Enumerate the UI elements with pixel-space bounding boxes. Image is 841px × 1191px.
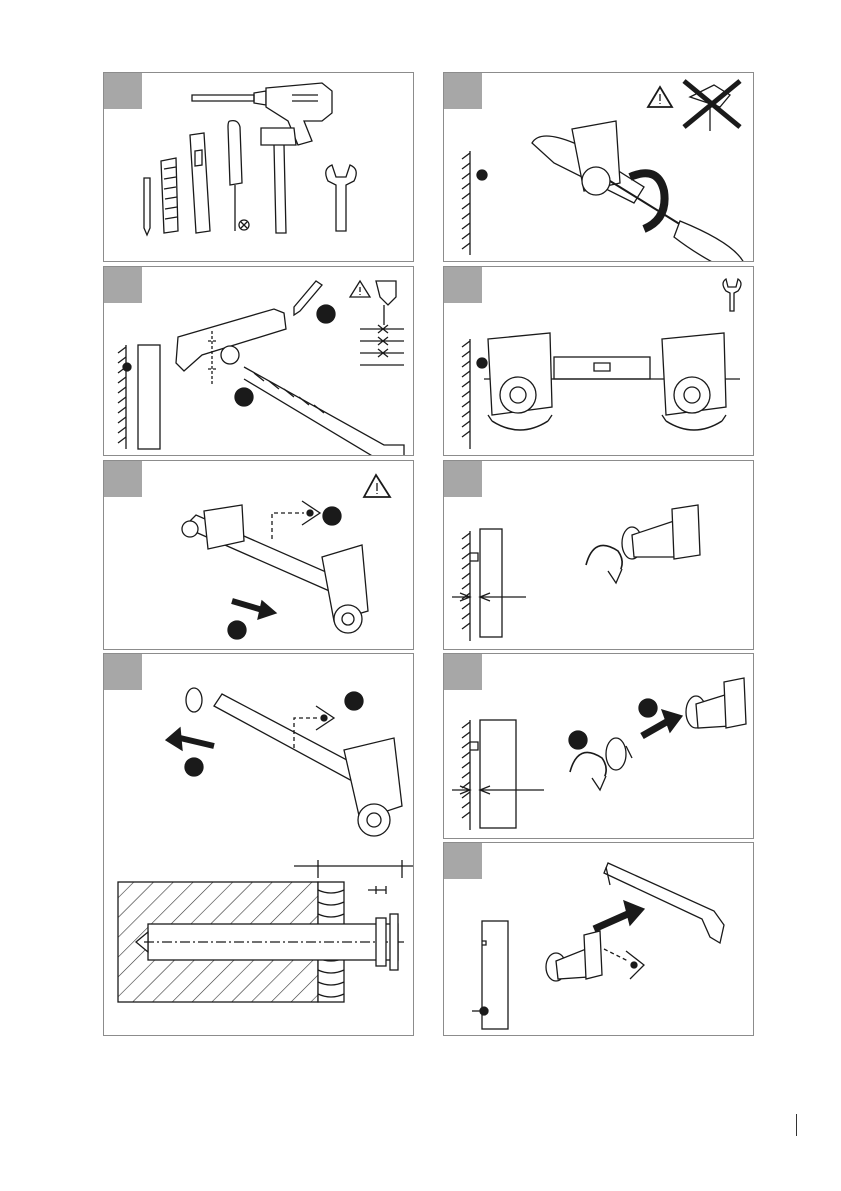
spirit-level-icon — [554, 357, 650, 379]
arrow-icon — [180, 738, 214, 746]
screwdriver-icon — [674, 221, 744, 262]
spirit-level-icon — [190, 133, 210, 233]
arrow-icon — [594, 913, 630, 929]
panel-assemble-stop — [443, 653, 754, 839]
wrench-icon — [723, 279, 741, 311]
bracket-icon — [204, 505, 244, 549]
hammer-icon — [261, 128, 296, 233]
bracket-icon — [604, 863, 724, 943]
screwdriver-icon — [228, 121, 249, 231]
tools-illustration — [104, 73, 414, 262]
panel-tighten-section — [103, 653, 414, 1036]
panel-mark-and-drill — [103, 266, 414, 456]
panel-hang-radiator — [443, 842, 754, 1036]
footer-rule — [796, 1114, 797, 1136]
panel-adjust-distance — [443, 460, 754, 650]
wrench-icon — [326, 165, 357, 231]
panel-level-brackets — [443, 266, 754, 456]
panel-screw-bracket — [443, 72, 754, 262]
arrow-icon — [642, 720, 670, 736]
bracket-icon — [672, 505, 700, 559]
bracket-icon — [724, 678, 746, 728]
panel-insert-bracket — [103, 460, 414, 650]
pencil-icon — [144, 178, 150, 235]
folding-ruler-icon — [161, 158, 178, 233]
panel-tools — [103, 72, 414, 262]
